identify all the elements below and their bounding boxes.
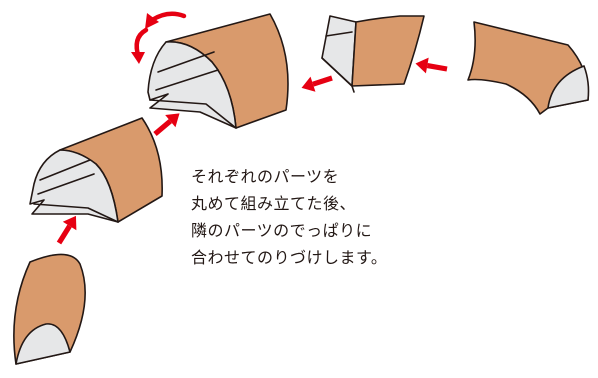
- arrow-icon: [301, 75, 333, 92]
- part-piece-right: [467, 21, 590, 115]
- instruction-line: 合わせてのりづけします。: [191, 248, 388, 267]
- arrow-icon: [415, 57, 448, 74]
- part-piece-bottom-left: [13, 253, 86, 365]
- instruction-line: 隣のパーツのでっぱりに: [191, 221, 373, 240]
- instruction-line: それぞれのパーツを: [191, 167, 340, 186]
- part-piece-half-assembled: [321, 15, 425, 93]
- instruction-line: 丸めて組み立てた後、: [191, 194, 357, 213]
- arrow-icon: [56, 215, 77, 245]
- part-assembled-middle: [29, 117, 163, 223]
- arrow-icon: [153, 113, 180, 136]
- curved-rotate-arrows-icon: [131, 11, 187, 64]
- instruction-text: それぞれのパーツを 丸めて組み立てた後、 隣のパーツのでっぱりに 合わせてのりづ…: [191, 163, 491, 271]
- part-assembled-top: [147, 13, 289, 129]
